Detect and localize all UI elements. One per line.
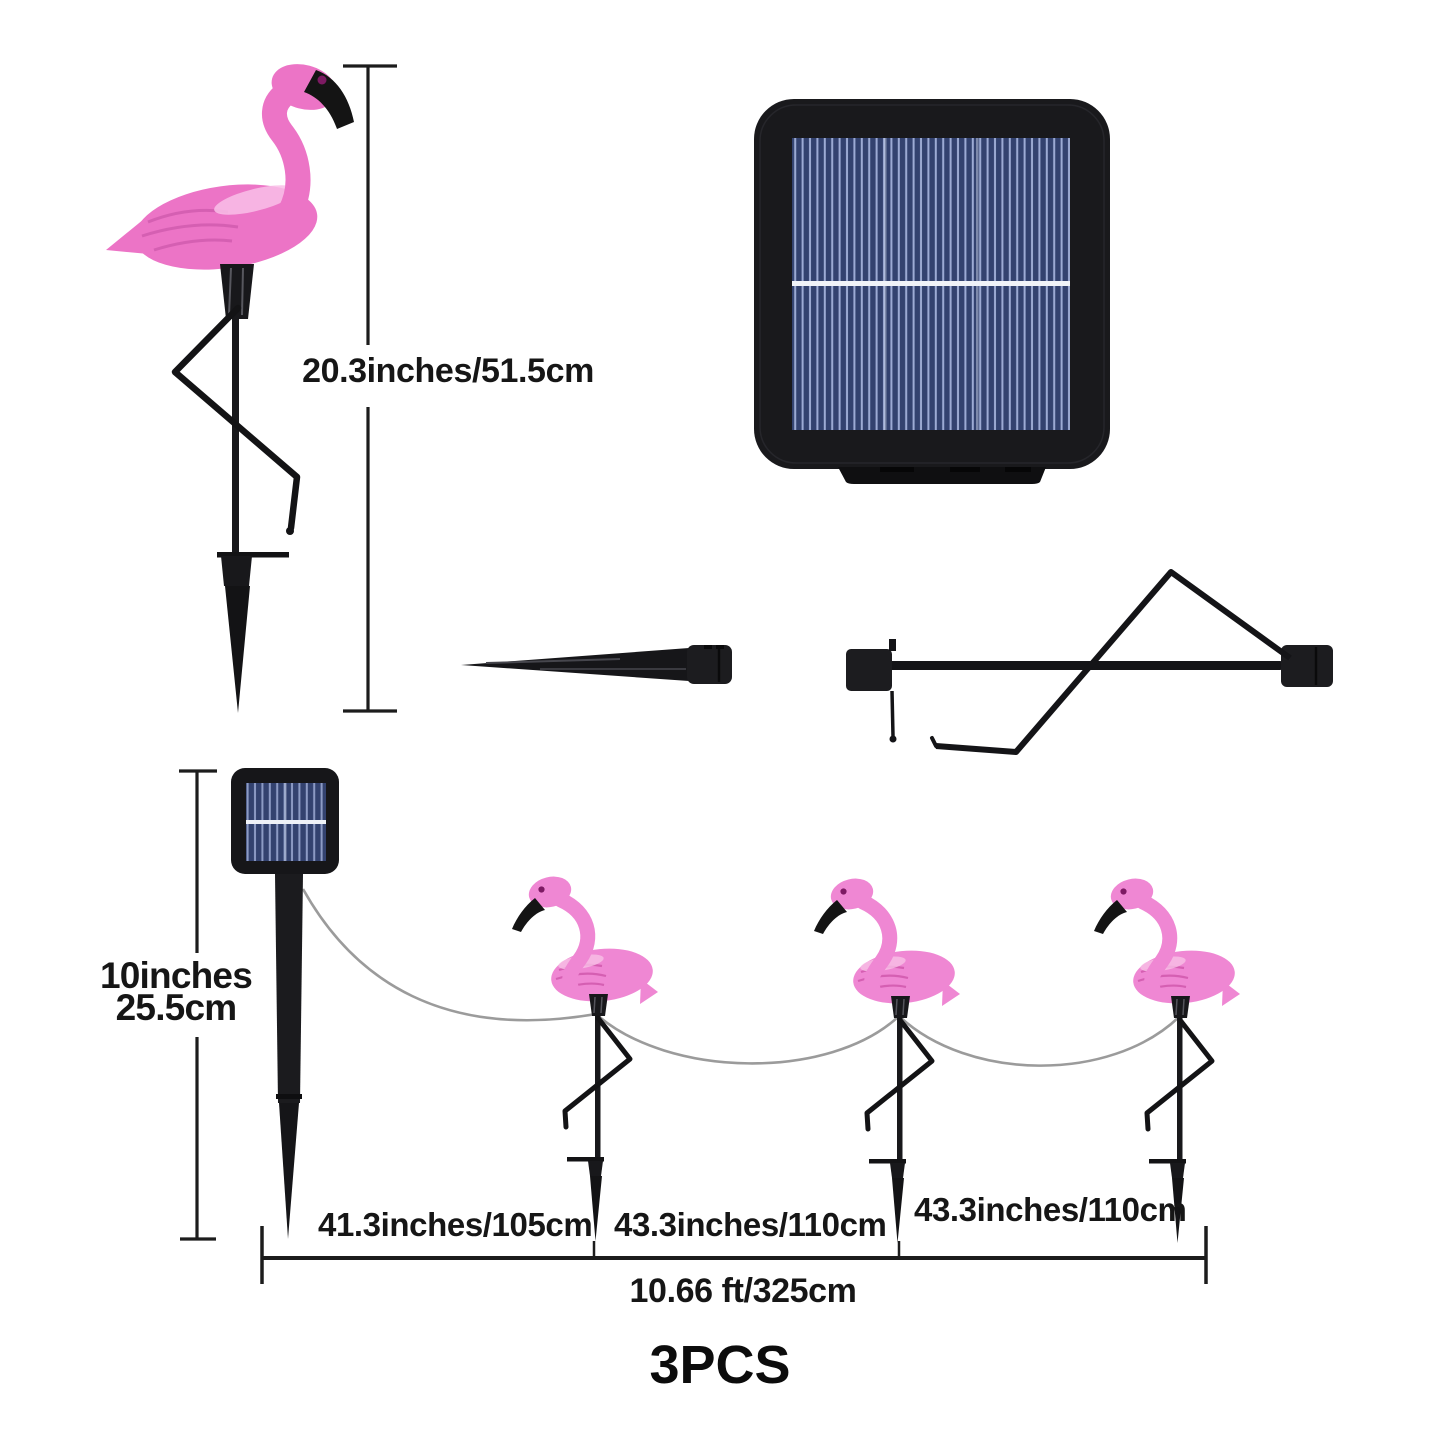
connecting-wire xyxy=(301,888,1180,1067)
beak-icon xyxy=(304,70,354,129)
total-length-dimension xyxy=(260,1226,1208,1284)
total-length-label: 10.66 ft/325cm xyxy=(629,1272,857,1310)
solar-panel-large xyxy=(754,99,1110,484)
flamingo-height-label: 20.3inches/51.5cm xyxy=(302,352,594,390)
stake-height-cm: 25.5cm xyxy=(115,986,238,1028)
mounting-bracket xyxy=(846,569,1333,755)
segment3-length-label: 43.3inches/110cm xyxy=(914,1191,1187,1228)
stake-height-label: 10inches 25.5cm xyxy=(98,955,254,1028)
flamingo-light-small-2 xyxy=(814,874,960,1243)
quantity-label: 3PCS xyxy=(649,1335,791,1395)
eye-icon xyxy=(317,75,327,85)
flamingo-light-large xyxy=(106,64,354,713)
ground-spike xyxy=(461,645,732,684)
panel-height-dimension xyxy=(179,769,217,1241)
flamingo-light-small-1 xyxy=(512,872,658,1241)
stake-height-inches: 10inches xyxy=(100,955,253,996)
solar-panel-stake xyxy=(231,768,339,1239)
segment2-length-label: 43.3inches/110cm xyxy=(614,1206,887,1243)
flamingo-height-dimension xyxy=(343,64,397,713)
segment1-length-label: 41.3inches/105cm xyxy=(318,1206,593,1243)
flamingo-light-small-3 xyxy=(1094,874,1240,1243)
